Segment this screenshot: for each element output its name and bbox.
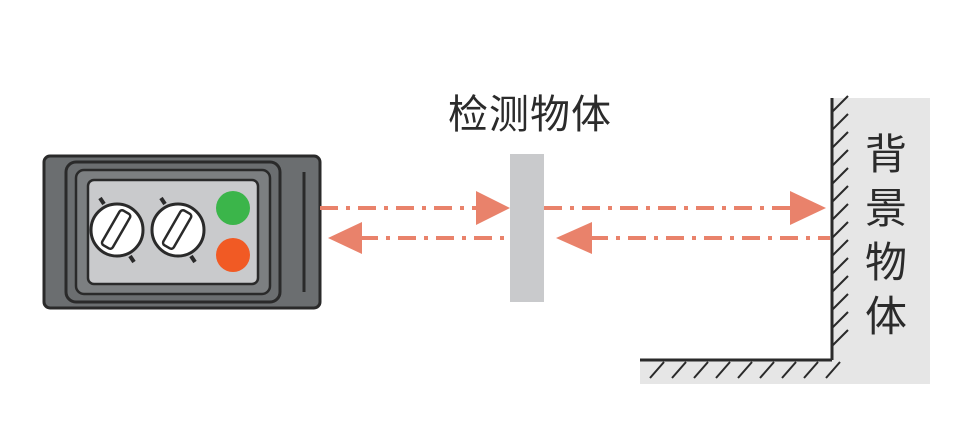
background-wall bbox=[640, 95, 930, 384]
adjust-knob-icon bbox=[150, 196, 206, 264]
photoelectric-sensor bbox=[42, 154, 322, 310]
indicator-led-icon bbox=[216, 238, 250, 272]
arrow-left-icon bbox=[328, 222, 362, 254]
beam-arrowheads bbox=[328, 191, 826, 254]
arrow-left-icon bbox=[556, 222, 592, 254]
background-object-label: 背 景 物 体 bbox=[858, 128, 914, 344]
arrow-right-icon bbox=[476, 191, 510, 225]
background-object-char: 背 bbox=[864, 130, 907, 179]
adjust-knob-icon bbox=[89, 196, 145, 264]
indicator-led-icon bbox=[216, 191, 250, 225]
detected-object-label: 检测物体 bbox=[448, 92, 612, 138]
light-beams bbox=[320, 206, 830, 240]
detected-object-plate bbox=[510, 154, 544, 302]
background-object-char: 体 bbox=[864, 292, 907, 341]
background-object-char: 景 bbox=[864, 184, 907, 233]
arrow-right-icon bbox=[790, 191, 826, 225]
background-object-char: 物 bbox=[864, 238, 907, 287]
